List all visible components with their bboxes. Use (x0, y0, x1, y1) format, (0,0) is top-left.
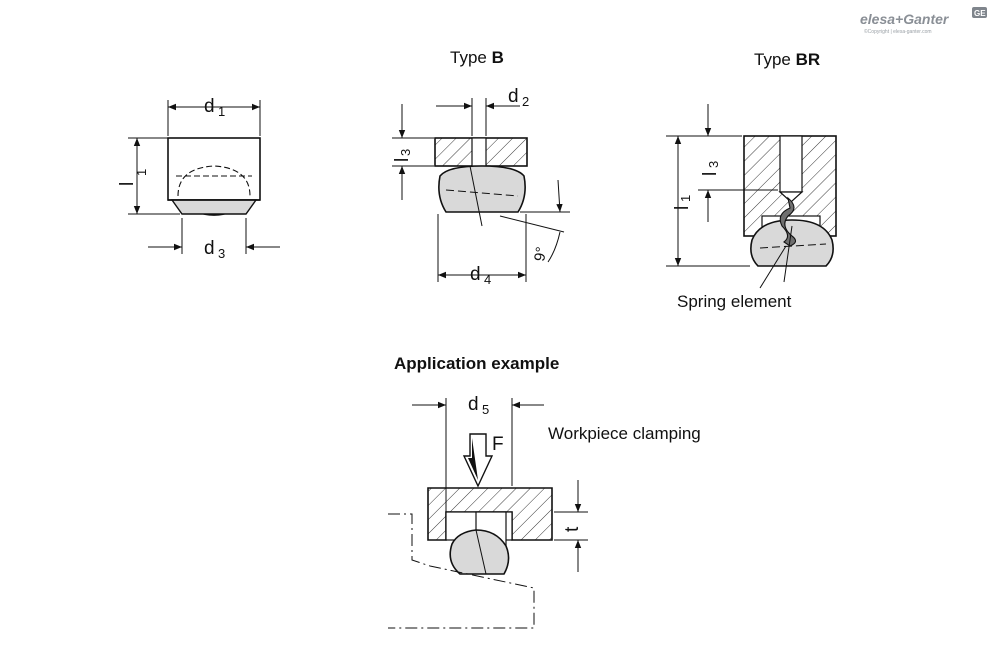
dim-l1-sub: 1 (134, 169, 149, 176)
dim-d3-sub: 3 (218, 246, 225, 261)
dim-l1: l (117, 182, 138, 186)
dim-d2: d (508, 86, 519, 107)
type-br-dimensions (666, 104, 787, 289)
screw-body (167, 137, 261, 201)
caption-type-b: Type B (450, 48, 504, 67)
dim-force: F (492, 434, 504, 455)
spring-element (779, 196, 797, 247)
force-arrow-icon (462, 433, 494, 488)
dim-d4: d (470, 264, 481, 285)
dim-l1-br-sub: 1 (678, 195, 693, 202)
type-b-dimensions (392, 98, 570, 282)
application-ball (449, 529, 510, 575)
type-b-ball (438, 165, 526, 213)
dim-t: t (562, 526, 583, 532)
caption-workpiece-clamping: Workpiece clamping (548, 424, 701, 443)
dim-l3-br: l (700, 172, 721, 176)
dim-d1: d (204, 96, 215, 117)
workpiece-outline (388, 513, 535, 629)
brand-copyright: ©Copyright | elesa-ganter.com (864, 28, 932, 35)
dim-d2-sub: 2 (522, 94, 529, 109)
plain-ball-screw (167, 137, 261, 216)
dim-angle: 9° (531, 246, 550, 263)
application-assembly (427, 433, 553, 575)
dim-l3-b-sub: 3 (398, 149, 413, 156)
dim-d1-sub: 1 (218, 104, 225, 119)
dim-d3: d (204, 238, 215, 259)
dim-l3-b: l (392, 158, 413, 162)
plain-ball-dimensions (128, 100, 280, 254)
application-dimensions (412, 398, 588, 572)
dim-d5-sub: 5 (482, 402, 489, 417)
type-br-part (743, 135, 837, 283)
dim-l3-br-sub: 3 (706, 161, 721, 168)
type-b-part (434, 137, 528, 227)
dim-d4-sub: 4 (484, 272, 491, 287)
dim-l1-br: l (672, 206, 693, 210)
brand-name: elesa+Ganter (860, 11, 950, 27)
brand-mark-icon (972, 7, 987, 18)
caption-application-example: Application example (394, 354, 559, 373)
caption-type-br: Type BR (754, 50, 820, 69)
brand-logo: elesa+Ganter GE ©Copyright | elesa-gante… (860, 7, 987, 35)
svg-text:GE: GE (974, 9, 986, 18)
caption-spring-element: Spring element (677, 292, 792, 311)
dim-d5: d (468, 394, 479, 415)
